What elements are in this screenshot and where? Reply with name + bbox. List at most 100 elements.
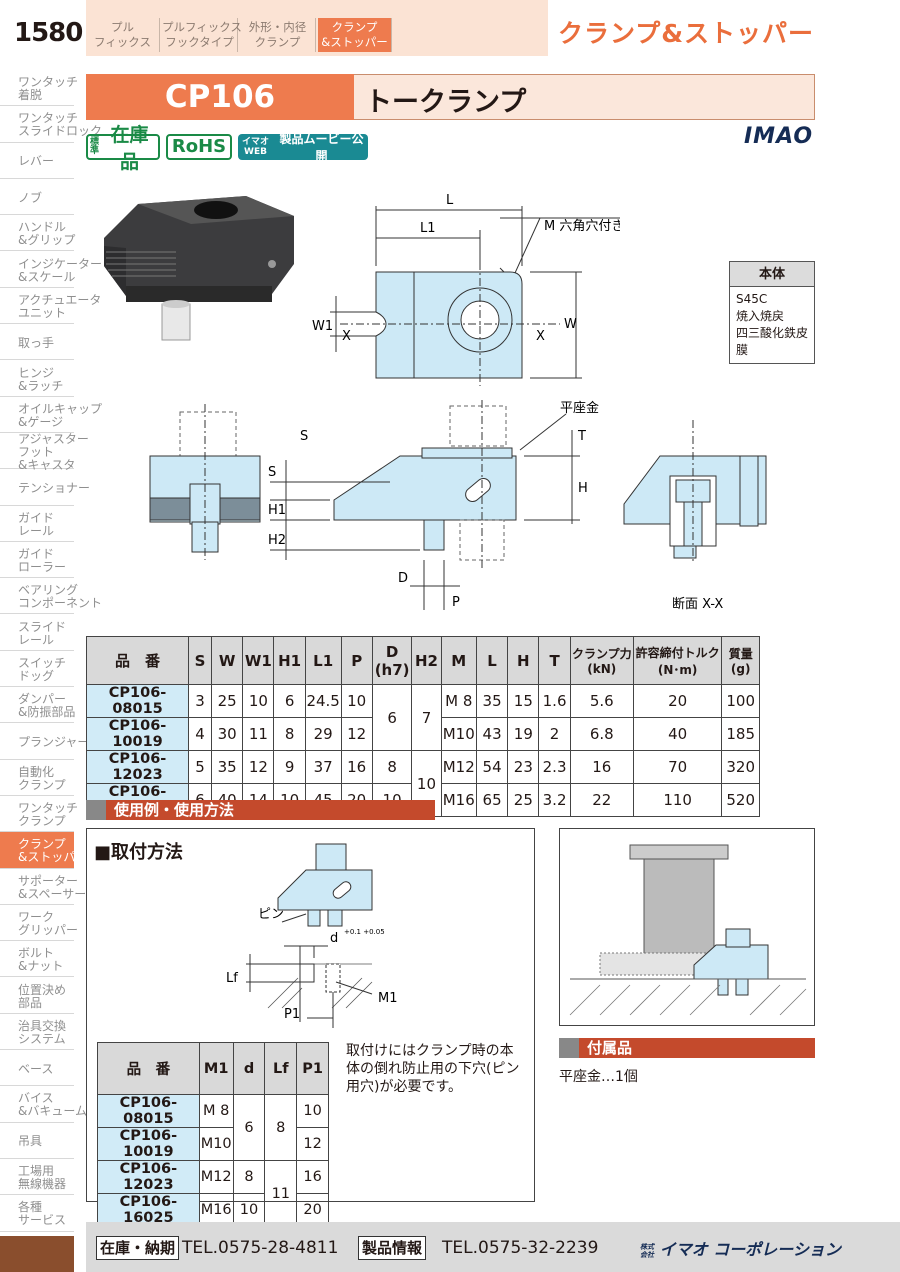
sidebar-item[interactable]: オイルキャップ &ゲージ xyxy=(0,397,102,433)
sidebar-item[interactable]: ヒンジ &ラッチ xyxy=(0,360,74,397)
sidebar-item[interactable]: ハンドル &グリップ xyxy=(0,215,75,252)
spec-cell: 24.5 xyxy=(304,684,342,718)
spec-cell: 6 xyxy=(273,684,306,718)
sidebar-item[interactable]: 吊具 xyxy=(0,1123,74,1159)
stock-badge-label: 在庫品 xyxy=(110,124,149,173)
spec-cell: 5.6 xyxy=(569,684,634,718)
mount-cell: M16 xyxy=(198,1193,234,1227)
spec-cell: 35 xyxy=(210,750,244,784)
dim-S-top: S xyxy=(300,429,308,444)
footer-tel-stock[interactable]: TEL.0575-28-4811 xyxy=(182,1238,339,1258)
spec-cell: 9 xyxy=(273,750,306,784)
spec-header-cell: W xyxy=(210,636,244,685)
tab-clamp-stopper[interactable]: クランプ &ストッパー xyxy=(318,18,392,52)
spec-cell: 520 xyxy=(721,783,760,817)
tab-outer-inner-clamp[interactable]: 外形・内径 クランプ xyxy=(240,18,316,52)
sidebar-item[interactable]: ワーク グリッパー xyxy=(0,905,78,942)
spec-header-cell: H2 xyxy=(411,636,442,685)
spec-cell: 25 xyxy=(210,684,244,718)
spec-cell: 23 xyxy=(507,750,540,784)
footer-label-info: 製品情報 xyxy=(358,1236,427,1260)
spec-cell: M16 xyxy=(440,783,477,817)
accessory-title: 付属品 xyxy=(587,1039,633,1057)
sidebar-item[interactable]: テンショナー xyxy=(0,469,90,506)
sidebar-item[interactable]: ワンタッチ クランプ xyxy=(0,796,78,833)
sidebar-item[interactable]: ボルト &ナット xyxy=(0,941,74,978)
spec-cell: 19 xyxy=(507,717,540,751)
sidebar-item[interactable]: インジケーター &スケール xyxy=(0,251,102,288)
footer-tel-info[interactable]: TEL.0575-32-2239 xyxy=(442,1238,599,1258)
sidebar-item[interactable]: ダンパー &防振部品 xyxy=(0,687,75,724)
sidebar-item[interactable]: サポーター &スペーサー xyxy=(0,869,86,905)
web-movie-badge[interactable]: イマオ WEB 製品ムービー公開 xyxy=(238,132,368,163)
sidebar-item[interactable]: バイス &バキューム xyxy=(0,1086,87,1123)
dim-W1: W1 xyxy=(312,319,333,334)
tab-pull-fix-hook[interactable]: プルフィックス フックタイプ xyxy=(162,18,242,52)
product-code: CP106 xyxy=(86,74,354,120)
sidebar-item[interactable]: 位置決め 部品 xyxy=(0,977,74,1014)
section-label: 断面 X-X xyxy=(672,597,723,612)
sidebar-item[interactable]: レバー xyxy=(0,143,74,179)
page-number: 1580 xyxy=(14,18,83,48)
material-line: S45C xyxy=(736,292,768,306)
sidebar-item[interactable]: ワンタッチ スライドロック xyxy=(0,106,102,143)
spec-cell: 1.6 xyxy=(538,684,571,718)
mount-cell: 10 xyxy=(232,1193,266,1227)
sidebar-item[interactable]: ワンタッチ 着脱 xyxy=(0,70,78,107)
sidebar-item[interactable]: アクチュエータ ユニット xyxy=(0,288,101,325)
pin-label: ピン xyxy=(258,907,284,922)
spec-cell: 70 xyxy=(632,750,723,784)
sidebar-item[interactable]: 各種 サービス xyxy=(0,1195,74,1232)
material-line: 焼入焼戻 xyxy=(736,309,785,323)
dim-D: D xyxy=(398,571,408,586)
mount-code-cell: CP106-10019 xyxy=(97,1127,200,1161)
sidebar-item[interactable]: ガイド ローラー xyxy=(0,542,74,579)
spec-cell: 100 xyxy=(721,684,760,718)
mount-cell: 12 xyxy=(296,1127,329,1161)
sidebar-item[interactable]: 治具交換 システム xyxy=(0,1014,74,1051)
spec-header-cell: M xyxy=(440,636,477,685)
spec-cell: 185 xyxy=(721,717,760,751)
product-photo xyxy=(104,196,294,341)
mount-cell: 10 xyxy=(296,1094,329,1128)
sidebar-item[interactable]: アジャスター フット &キャスタ xyxy=(0,432,89,471)
sidebar-item[interactable]: 工場用 無線機器 xyxy=(0,1159,74,1196)
sidebar-item[interactable]: ノブ xyxy=(0,179,74,216)
spec-cell: 10 xyxy=(242,684,275,718)
spec-cell: 10 xyxy=(340,684,373,718)
mounting-drawing: ピン d +0.1 +0.05 Lf M1 P1 xyxy=(226,843,398,1028)
spec-cell: 3 xyxy=(188,684,212,718)
sidebar-item[interactable]: クランプ &ストッパー xyxy=(0,832,87,869)
sidebar-item[interactable]: 自動化 クランプ xyxy=(0,760,74,796)
dim-T: T xyxy=(577,429,586,444)
mount-cell: M12 xyxy=(198,1160,234,1194)
spec-cell: 11 xyxy=(242,717,275,751)
dim-P: P xyxy=(452,595,460,610)
sidebar-item[interactable]: スイッチ ドッグ xyxy=(0,651,74,688)
spec-cell: 8 xyxy=(371,750,413,784)
spec-header-cell: クランプ力 (kN) xyxy=(569,636,634,685)
spec-cell: 6.8 xyxy=(569,717,634,751)
spec-header-cell: L xyxy=(475,636,509,685)
sidebar-item[interactable]: ガイド レール xyxy=(0,506,74,542)
sidebar-item[interactable]: ベース xyxy=(0,1050,74,1087)
spec-cell: 16 xyxy=(340,750,373,784)
sidebar-item[interactable]: 取っ手 xyxy=(0,324,74,361)
spec-header-cell: T xyxy=(538,636,571,685)
mount-code-cell: CP106-08015 xyxy=(97,1094,200,1128)
tab-pull-fix[interactable]: プル フィックス xyxy=(86,18,160,52)
spec-header-cell: L1 xyxy=(304,636,342,685)
dim-P1: P1 xyxy=(284,1007,300,1022)
corporate-logo: 株式 会社 イマオ コーポレーション xyxy=(640,1236,841,1260)
sidebar-item[interactable]: プランジャー xyxy=(0,723,89,760)
sidebar-item[interactable]: スライド レール xyxy=(0,614,74,651)
movie-badge-label: 製品ムービー公開 xyxy=(279,132,364,163)
spec-code-cell: CP106-08015 xyxy=(85,684,190,718)
mount-code-cell: CP106-16025 xyxy=(97,1193,200,1227)
sidebar-item[interactable]: ベアリング コンポーネント xyxy=(0,578,102,615)
product-name: トークランプ xyxy=(365,87,527,118)
